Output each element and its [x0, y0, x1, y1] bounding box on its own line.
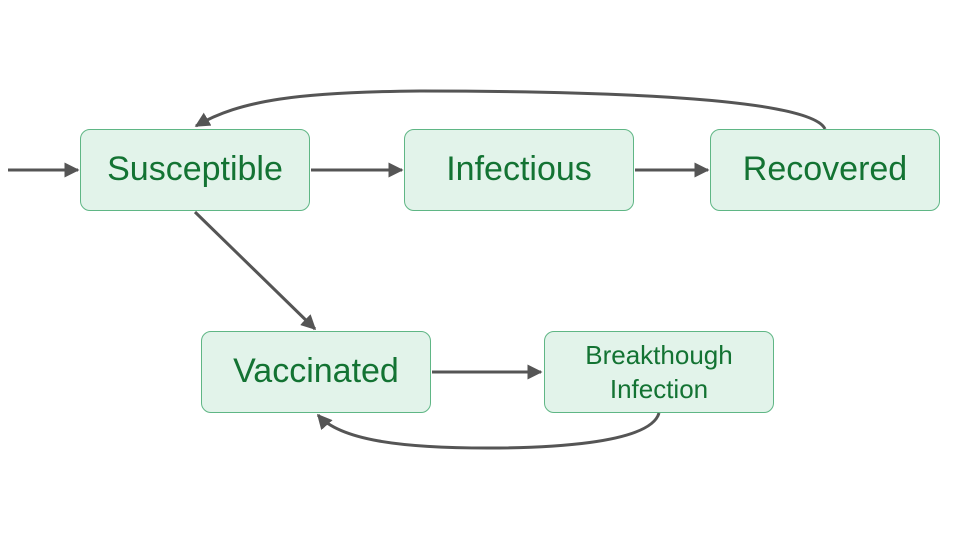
node-label-susceptible: Susceptible — [107, 150, 283, 189]
node-vaccinated: Vaccinated — [201, 331, 431, 413]
node-label-vaccinated: Vaccinated — [233, 352, 399, 391]
edge-recovered-to-susceptible — [194, 89, 827, 130]
node-susceptible: Susceptible — [80, 129, 310, 211]
node-infectious: Infectious — [404, 129, 634, 211]
node-breakthrough-infection: Breakthough Infection — [544, 331, 774, 413]
edge-breakthrough-to-vaccinated — [316, 412, 661, 450]
node-label-breakthrough-line2: Infection — [609, 374, 709, 404]
edge-susceptible-to-vaccinated — [193, 210, 317, 331]
node-recovered: Recovered — [710, 129, 940, 211]
node-label-infectious: Infectious — [446, 150, 592, 189]
node-label-breakthrough-line1: Breakthough — [585, 340, 733, 370]
node-label-breakthrough: Breakthough Infection — [585, 338, 732, 406]
node-label-recovered: Recovered — [742, 150, 908, 189]
